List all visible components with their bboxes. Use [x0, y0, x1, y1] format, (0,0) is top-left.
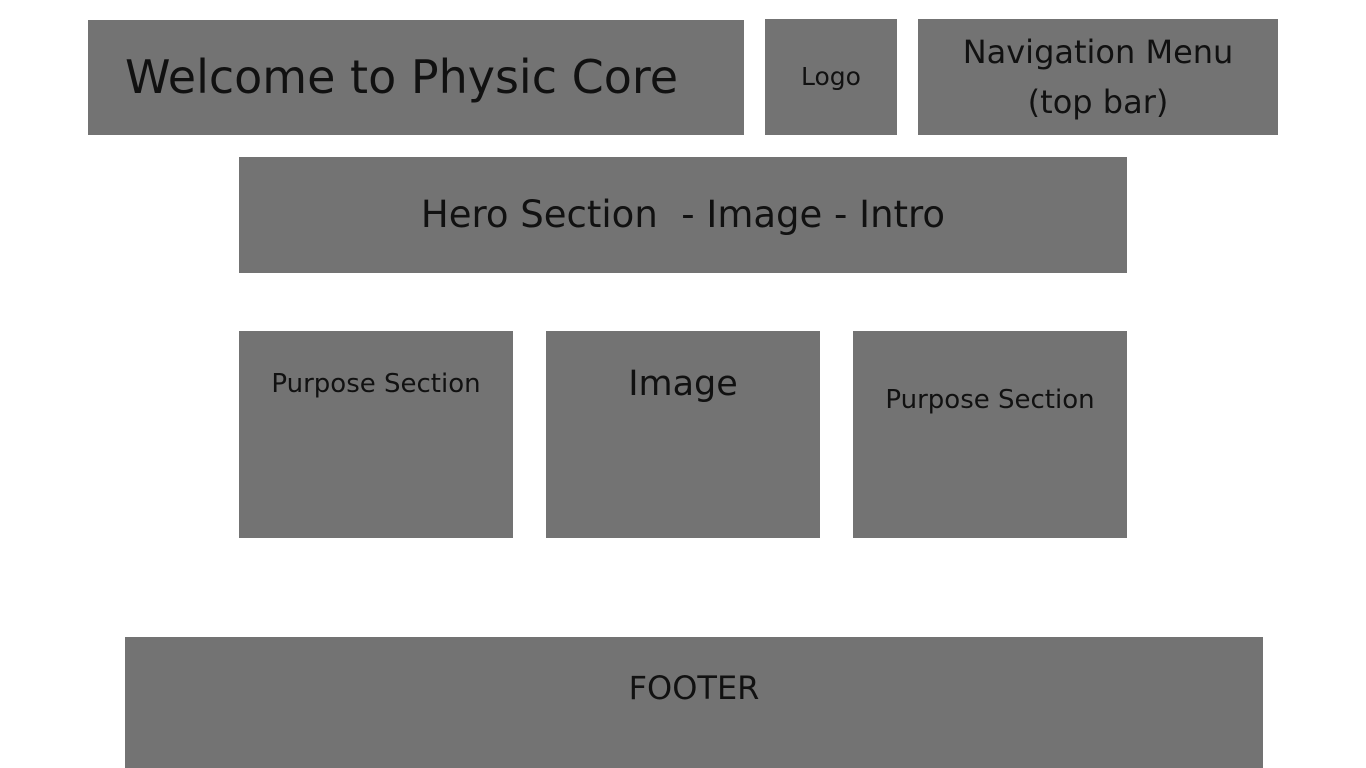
image-block: Image	[546, 331, 820, 538]
hero-section-block: Hero Section - Image - Intro	[239, 157, 1127, 273]
footer-label: FOOTER	[628, 669, 760, 707]
purpose-section-right-block: Purpose Section	[853, 331, 1127, 538]
logo-label: Logo	[801, 62, 861, 91]
purpose-section-right-label: Purpose Section	[885, 385, 1095, 415]
hero-section-label: Hero Section - Image - Intro	[420, 192, 946, 236]
purpose-section-left-block: Purpose Section	[239, 331, 513, 538]
navigation-menu-block: Navigation Menu (top bar)	[918, 19, 1278, 135]
image-label: Image	[628, 364, 738, 404]
footer-block: FOOTER	[125, 637, 1263, 768]
title-block: Welcome to Physic Core	[88, 20, 744, 135]
logo-block: Logo	[765, 19, 897, 135]
page-title: Welcome to Physic Core	[125, 49, 679, 104]
navigation-menu-label: Navigation Menu (top bar)	[962, 33, 1234, 121]
purpose-section-left-label: Purpose Section	[271, 369, 481, 399]
